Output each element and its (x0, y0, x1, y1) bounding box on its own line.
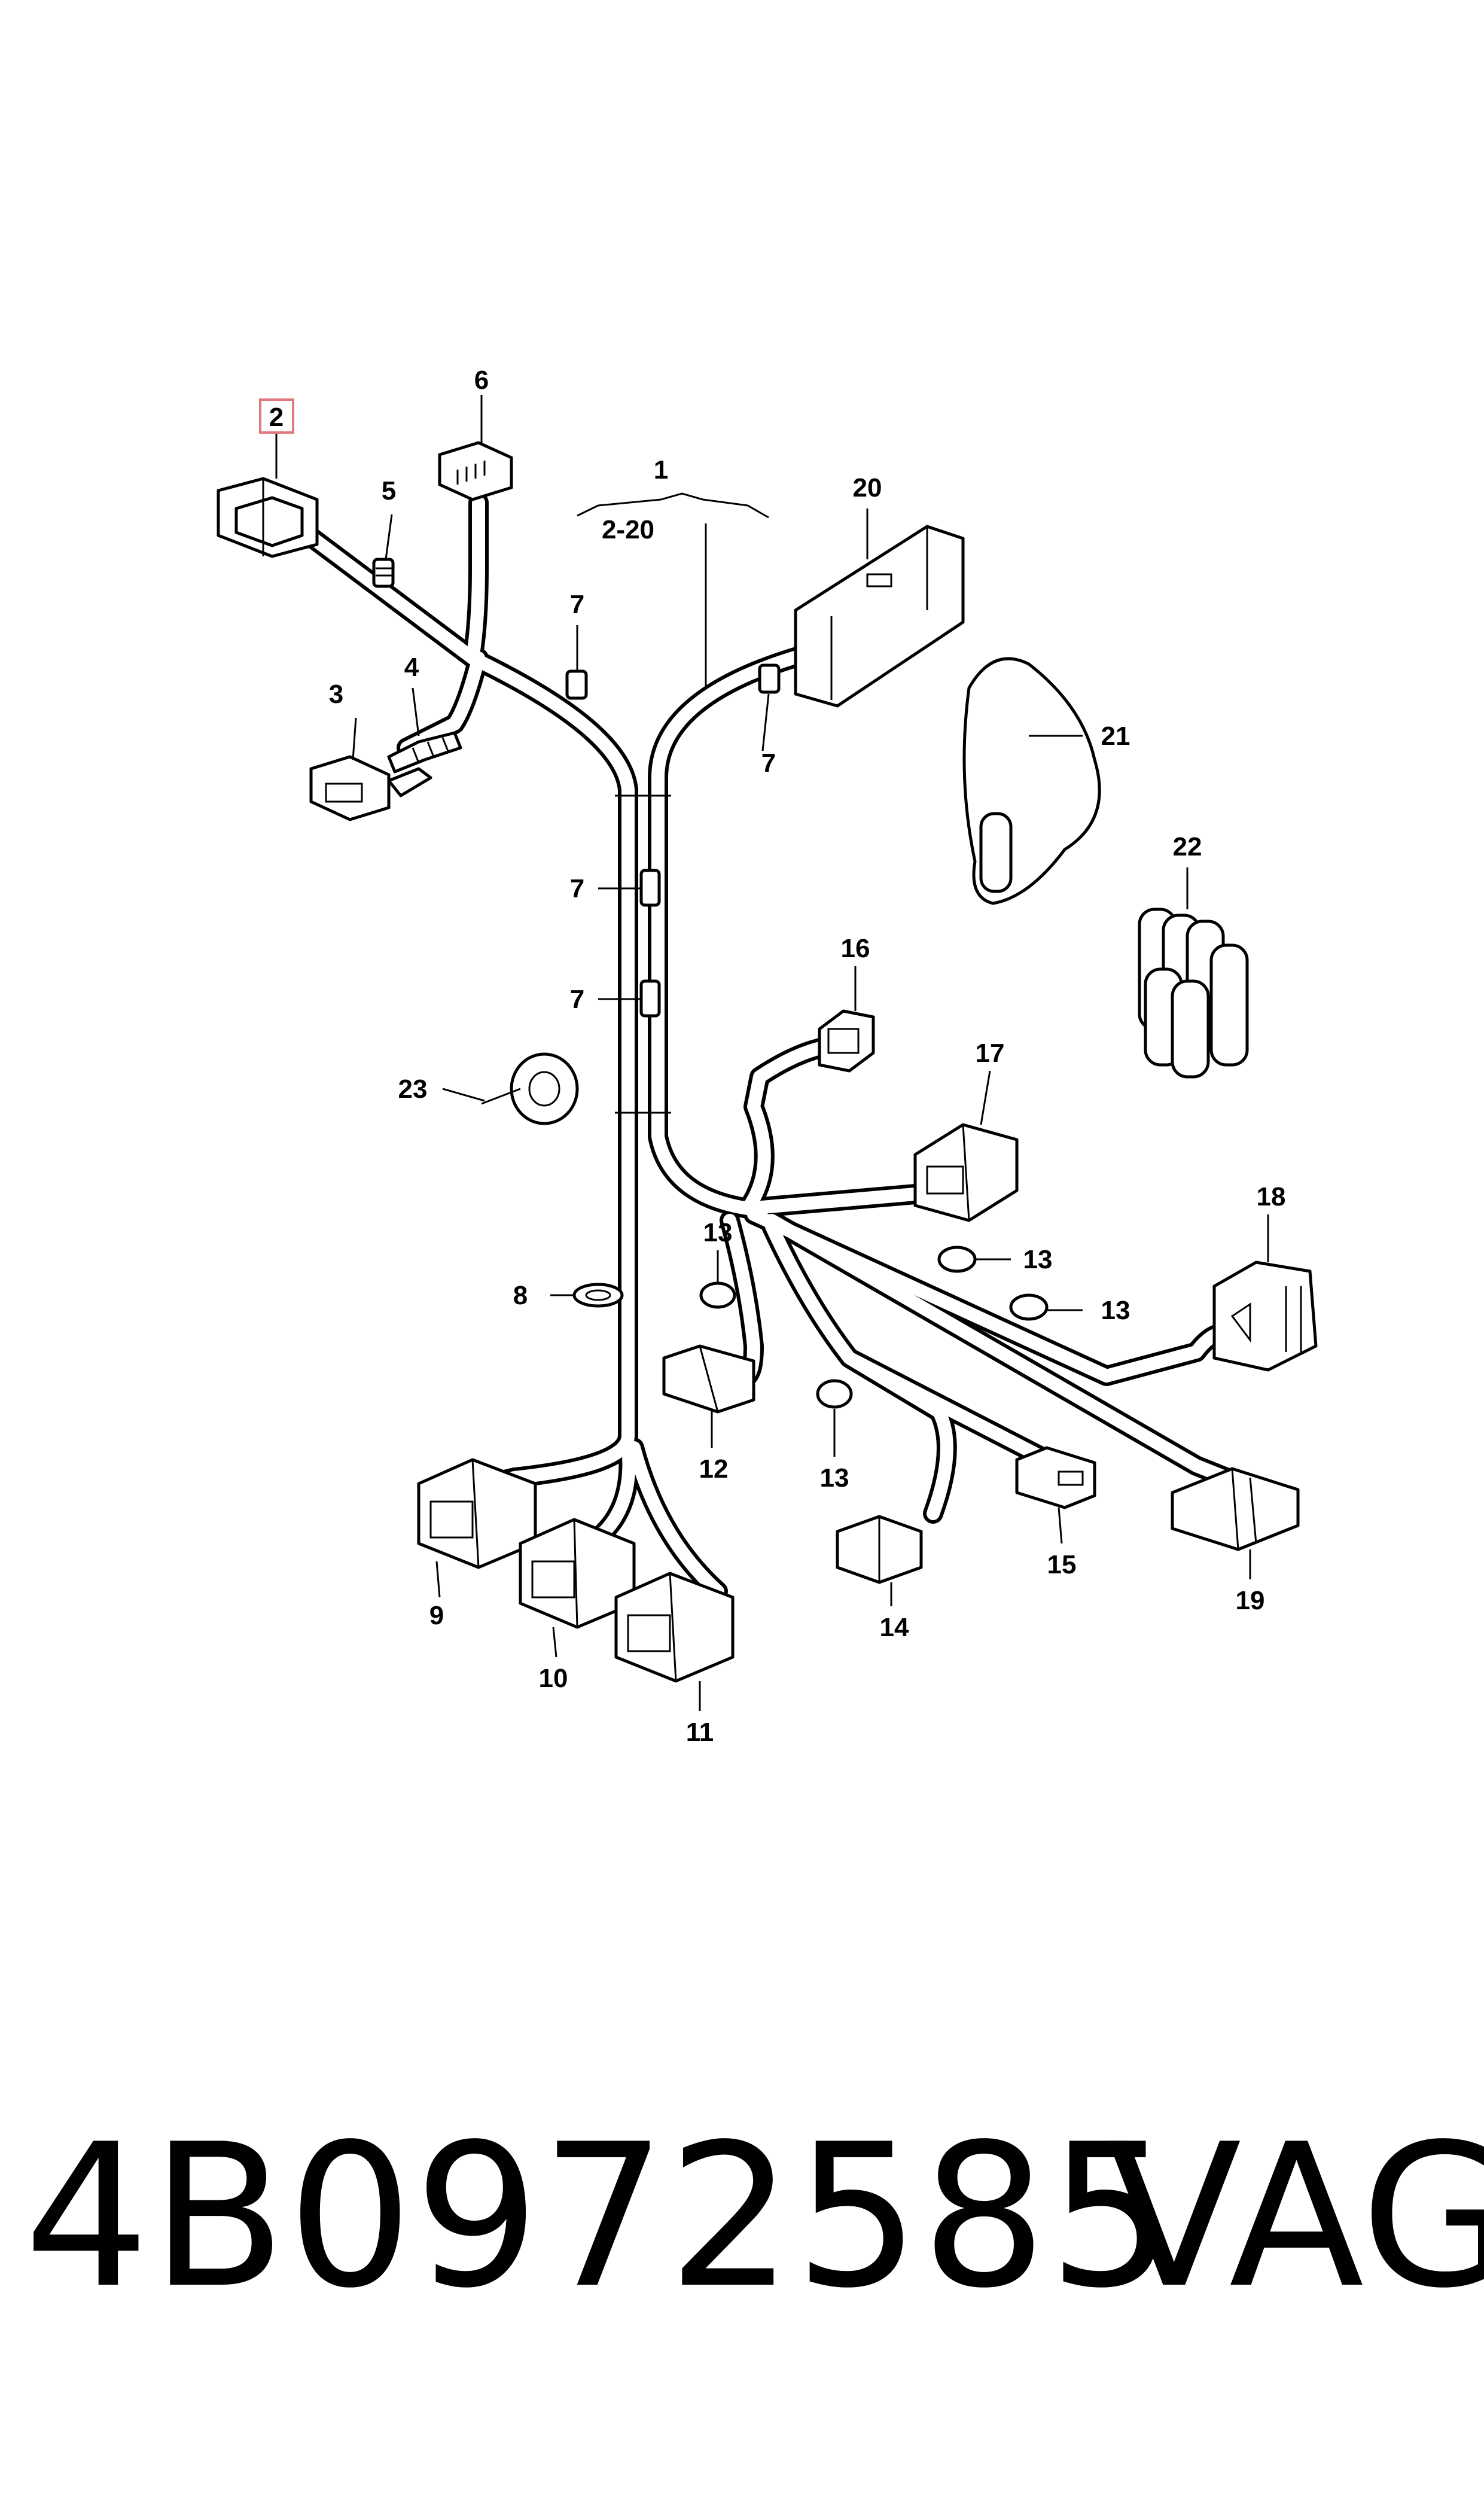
callout-7-right: 7 (761, 748, 776, 778)
callout-7-trunk-upper: 7 (570, 874, 584, 903)
connector-3 (309, 755, 432, 821)
callout-20: 20 (853, 473, 882, 503)
connector-11 (614, 1572, 735, 1683)
footer: 4B0972585 VAG (0, 2118, 1484, 2429)
callout-13-b: 13 (1023, 1245, 1053, 1274)
callout-15: 15 (1047, 1550, 1077, 1579)
connector-16 (818, 1009, 875, 1073)
callout-13-a: 13 (703, 1218, 733, 1247)
callout-12: 12 (699, 1454, 729, 1484)
cover-21 (962, 657, 1101, 905)
callout-8: 8 (513, 1281, 528, 1310)
callout-17: 17 (976, 1039, 1005, 1068)
connector-2 (217, 477, 319, 558)
callout-9: 9 (429, 1601, 444, 1630)
callout-5: 5 (382, 476, 396, 506)
clip-8 (572, 1283, 624, 1308)
cable-tie-5 (372, 558, 395, 588)
connector-4-sensor (387, 731, 462, 774)
connector-6 (438, 441, 513, 501)
connector-18 (1212, 1260, 1318, 1372)
callout-16: 16 (841, 934, 870, 963)
callout-19: 19 (1236, 1586, 1265, 1615)
callout-2-highlight (259, 398, 294, 434)
part-number: 4B0972585 (24, 2102, 1175, 2331)
callout-10: 10 (539, 1664, 568, 1693)
callout-14: 14 (880, 1613, 909, 1642)
grommet-23 (481, 1052, 579, 1125)
relay-box-20 (794, 525, 965, 708)
callout-7-top: 7 (570, 590, 584, 619)
callout-21: 21 (1101, 721, 1130, 751)
callout-23: 23 (398, 1074, 428, 1104)
wiring-harness-diagram: 1 2-20 2 3 4 5 6 7 7 7 7 8 9 10 11 12 13… (217, 366, 1318, 1747)
callout-7-trunk-lower: 7 (570, 985, 584, 1014)
callout-22: 22 (1173, 832, 1202, 861)
callout-13-c: 13 (1101, 1296, 1130, 1325)
callout-13-d: 13 (820, 1463, 849, 1493)
seal-set-22 (1138, 908, 1249, 1079)
brand-name: VAG (1107, 2102, 1484, 2331)
connector-9 (417, 1458, 537, 1569)
callout-4: 4 (404, 653, 419, 682)
connector-19 (1171, 1467, 1300, 1551)
callout-11: 11 (686, 1718, 714, 1747)
callout-3: 3 (329, 680, 343, 709)
callout-1: 1 (654, 455, 668, 485)
connector-14 (836, 1515, 923, 1584)
callout-2: 2 (269, 403, 284, 432)
callout-labels: 1 2-20 2 3 4 5 6 7 7 7 7 8 9 10 11 12 13… (259, 366, 1286, 1747)
callout-1-range: 2-20 (602, 515, 654, 544)
callout-18: 18 (1257, 1182, 1286, 1211)
callout-6: 6 (474, 366, 489, 395)
connector-15 (1015, 1446, 1096, 1509)
clips-13 (699, 1246, 1049, 1409)
connector-12 (662, 1344, 755, 1414)
harness-wires (271, 492, 1242, 1601)
cable-ties-7 (565, 663, 781, 1018)
connector-17 (913, 1123, 1019, 1222)
leader-lines (275, 395, 1269, 1711)
